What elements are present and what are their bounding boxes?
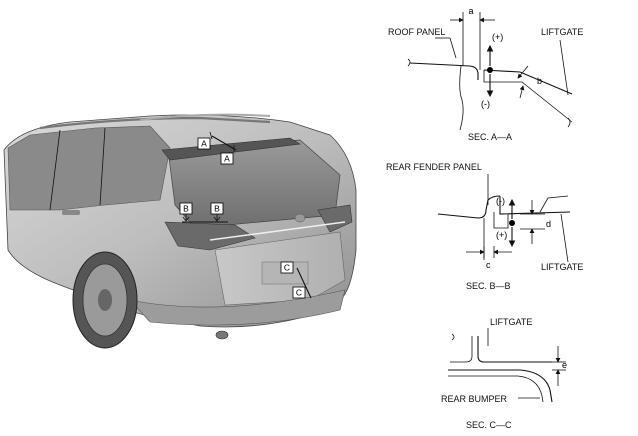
dim-e-label: e [562,360,567,370]
minus-label-a: (-) [481,99,490,109]
rear-fender-profile [437,195,501,219]
tag-c-bottom [292,286,306,299]
exhaust-tip [215,330,229,340]
section-b-b: REAR FENDER PANEL LIFTGATE (-) (+) d c S… [386,162,583,291]
left-taillight [164,221,256,251]
roof-panel-inner [459,65,464,131]
tag-b-left-label: B [183,204,189,214]
section-line-c [296,267,312,299]
liftgate-profile-a [483,69,573,95]
liftgate-label-b: LIFTGATE [541,262,583,272]
rear-fender-panel-label: REAR FENDER PANEL [386,162,482,172]
rear-bumper-profile [448,369,553,403]
roof-rail-2 [139,113,271,121]
tag-a-top-label: A [201,139,207,149]
car-rear-illustration: A A B B C C [3,113,357,349]
dim-c-label: c [486,260,491,270]
section-c-c: LIFTGATE REAR BUMPER e SEC. C—C [441,317,567,430]
section-c-caption: SEC. C—C [466,420,512,430]
dim-a-label: a [468,6,473,16]
tag-a-bottom-label: A [224,154,230,164]
section-line-a [211,135,237,151]
chrome-strip [209,221,346,241]
tag-c-top-label: C [284,263,290,273]
rear-bumper-car [129,289,346,326]
tag-c-bottom-label: C [296,288,302,298]
side-window [7,125,171,211]
minus-label-b: (-) [496,196,505,206]
liftgate-inner-b [493,212,509,229]
door-handle [62,210,80,215]
rear-bumper-inner [448,375,544,403]
liftgate-edge-c [450,336,473,363]
tag-c-top [280,261,294,274]
section-a-caption: SEC. A—A [468,132,512,142]
tag-a-top [197,137,211,150]
dim-b-label: b [537,76,542,86]
plus-label-b: (+) [496,230,507,240]
liftgate-profile-b [499,196,571,215]
plus-label-a: (+) [492,32,503,42]
emblem [294,213,306,223]
liftgate-label-a: LIFTGATE [541,27,583,37]
reference-point-b [509,220,515,226]
roof-panel-label: ROOF PANEL [388,27,445,37]
rear-bumper-label: REAR BUMPER [441,394,508,404]
dim-d-label: d [546,219,551,229]
liftgate-profile-c [477,336,552,363]
tag-a-bottom [220,152,234,165]
section-b-caption: SEC. B—B [466,281,511,291]
roof-rail [39,116,271,130]
liftgate-label-c: LIFTGATE [490,317,532,327]
roof-spoiler [161,137,301,161]
tag-b-right-label: B [214,204,220,214]
reference-point-a [487,67,493,73]
section-a-a: a ROOF PANEL LIFTGATE (+) (-) b SEC. A—A [388,6,583,142]
liftgate-inner-a [483,70,573,123]
roof-panel-profile [409,62,479,80]
